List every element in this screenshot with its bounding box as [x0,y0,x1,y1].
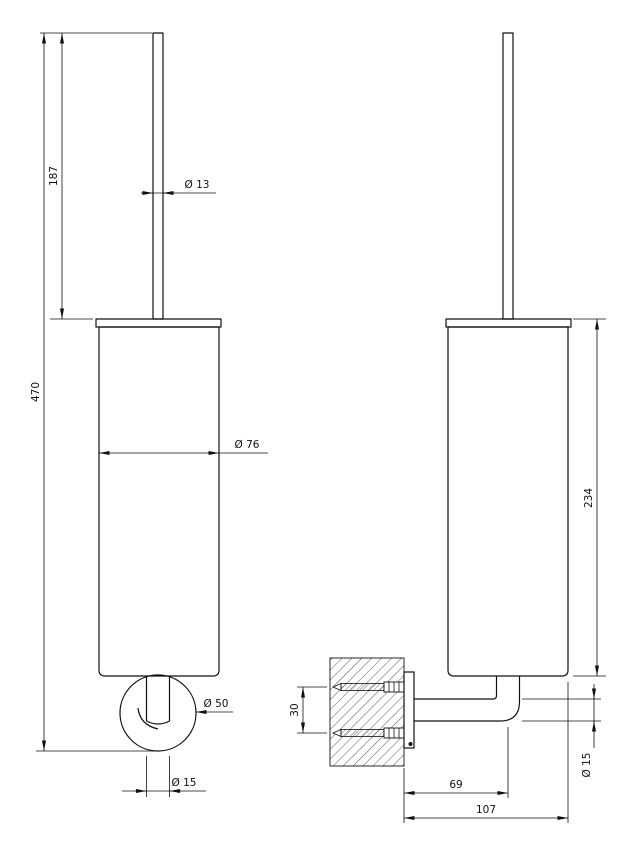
label-handle-diameter: Ø 13 [185,179,210,191]
mounting-arm-outer [414,676,521,722]
label-wall-to-axis: 69 [449,779,462,791]
wall-section-hatch [329,657,405,767]
dimensions-side: 234 30 69 107 Ø 15 [289,318,606,823]
label-total-height: 470 [30,382,42,402]
container-body-side [447,326,569,677]
label-arm-diameter: Ø 15 [581,753,593,778]
set-screw-dot [408,742,413,746]
stem-front-bottom-cap [146,720,170,725]
label-wall-projection: 107 [476,804,496,816]
mounting-arm-inner [414,676,498,700]
side-view [329,32,572,767]
label-stem-diameter: Ø 15 [172,777,197,789]
wall-rosette-front [119,674,197,752]
brush-handle-side [502,32,514,320]
screw-shaft [340,683,385,691]
label-handle-length: 187 [48,166,60,186]
mounting-screw-top [332,681,405,693]
label-screw-spacing: 30 [289,703,301,716]
container-lid-side [445,318,572,328]
elbow-detail-arc [137,707,159,730]
mounting-screw-bottom [332,727,405,739]
label-body-diameter: Ø 76 [235,439,260,451]
label-body-height: 234 [583,488,595,508]
label-rosette-diameter: Ø 50 [204,698,229,710]
dimensions-front: 187 470 Ø 13 Ø 76 Ø 50 Ø 15 [30,32,268,797]
wall-plate-side [403,671,415,749]
front-view [95,32,222,752]
brush-handle-front [152,32,164,320]
screw-shaft [340,729,385,737]
container-body-front [98,326,220,677]
container-lid-front [95,318,222,328]
